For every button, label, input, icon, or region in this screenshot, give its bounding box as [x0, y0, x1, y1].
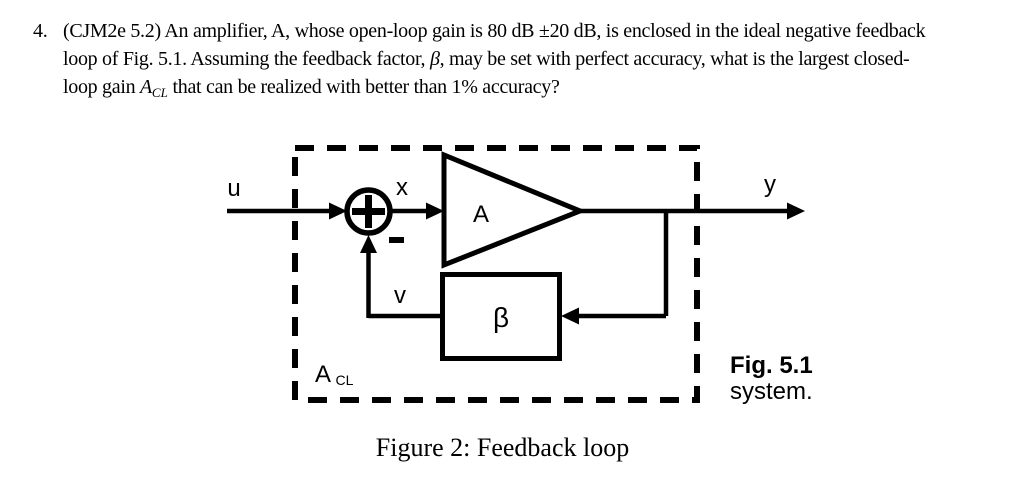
figure-ref-label: Fig. 5.1: [730, 352, 813, 379]
gain-symbol-inline: A: [140, 76, 152, 98]
problem-line-2: loop of Fig. 5.1. Assuming the feedback …: [63, 45, 925, 73]
amplifier-triangle: [441, 151, 587, 269]
problem-line-2-pre: loop of Fig. 5.1. Assuming the feedback …: [63, 48, 430, 70]
summer-to-amp-arrowhead-icon: [426, 202, 444, 220]
problem-line-3-pre: loop gain: [63, 76, 140, 98]
beta-label: β: [493, 302, 509, 333]
feedback-arrowhead-into-beta-icon: [561, 307, 579, 325]
item-number: 4.: [33, 20, 48, 42]
input-arrowhead-icon: [329, 202, 347, 220]
problem-statement: 4. (CJM2e 5.2) An amplifier, A, whose ope…: [33, 17, 926, 103]
error-label: x: [396, 174, 408, 201]
problem-line-3-post: that can be realized with better than 1%…: [167, 76, 560, 98]
beta-box: [440, 272, 562, 361]
gain-subscript-inline: CL: [151, 85, 168, 100]
input-label: u: [227, 175, 240, 202]
summer-feedback-arrowhead-icon: [360, 235, 377, 253]
beta-symbol-inline: β: [429, 48, 440, 70]
problem-line-3: loop gain ACL that can be realized with …: [63, 73, 925, 103]
feedback-label: v: [394, 282, 406, 309]
system-boundary-dashed-box: [292, 145, 700, 403]
closed-loop-gain-label: A CL: [315, 361, 354, 388]
amplifier-label: A: [473, 201, 489, 228]
problem-line-1-text: (CJM2e 5.2) An amplifier, A, whose open-…: [63, 20, 926, 42]
output-label: y: [764, 171, 776, 198]
problem-line-2-post: , may be set with perfect accuracy, what…: [439, 48, 910, 70]
problem-line-1: 4. (CJM2e 5.2) An amplifier, A, whose ope…: [33, 17, 926, 45]
figure-caption: Figure 2: Feedback loop: [375, 433, 630, 462]
figure-ref-sublabel: system.: [730, 378, 813, 405]
output-arrowhead-icon: [787, 202, 805, 220]
